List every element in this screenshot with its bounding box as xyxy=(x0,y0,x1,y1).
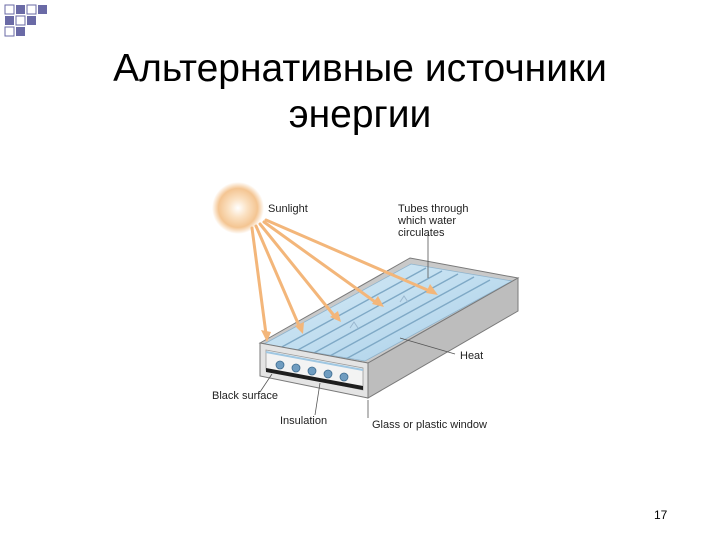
label-insulation: Insulation xyxy=(280,415,328,427)
sunlight-ray-arrowheads xyxy=(261,284,438,342)
heat-arrows xyxy=(349,295,409,329)
label-sunlight: Sunlight xyxy=(268,203,308,215)
label-black-surface: Black surface xyxy=(212,390,279,402)
tube-cross-sections xyxy=(275,360,349,382)
slide-title-line-2: энергии xyxy=(288,93,432,136)
slide-title: Альтернативные источники энергии xyxy=(60,46,660,138)
solar-collector-diagram xyxy=(212,182,520,418)
label-leader-lines xyxy=(259,234,456,418)
sun-icon xyxy=(212,182,264,234)
label-tubes-line-3: circulates xyxy=(398,227,445,239)
sunlight-rays xyxy=(250,218,434,336)
label-tubes-line-1: Tubes through xyxy=(398,203,469,215)
page-number: 17 xyxy=(654,508,668,522)
slide-title-line-1: Альтернативные источники xyxy=(113,47,607,90)
water-tubes xyxy=(279,267,491,361)
black-surface-layer xyxy=(266,368,363,390)
label-heat: Heat xyxy=(460,350,484,362)
corner-decoration xyxy=(4,4,47,37)
label-tubes-line-2: which water xyxy=(398,215,457,227)
label-glass-window: Glass or plastic window xyxy=(372,419,487,431)
collector-side xyxy=(367,277,519,399)
